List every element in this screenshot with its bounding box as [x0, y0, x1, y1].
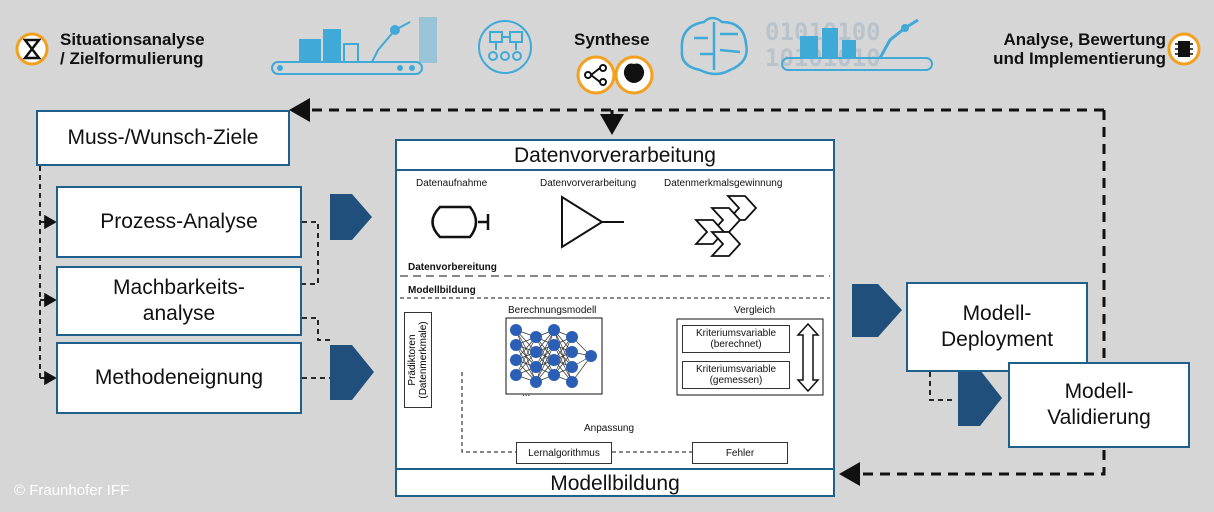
nn-node-2-2	[548, 354, 560, 366]
praediktoren-label: Prädiktoren (Datenmerkmale)	[407, 321, 429, 398]
box-lernalgorithmus: Lernalgorithmus	[516, 442, 612, 464]
krit-gemessen-line2: (gemessen)	[709, 375, 763, 386]
label-anpassung: Anpassung	[584, 423, 635, 434]
header-situation-line1: Situationsanalyse	[60, 30, 205, 49]
praediktoren-box: Prädiktoren (Datenmerkmale)	[404, 312, 432, 408]
binary-factory-icon: 01010100 10101010	[765, 18, 933, 72]
left-connectors	[39, 166, 952, 401]
arrow-prozess	[330, 194, 372, 240]
label-datenvorverarbeitung-step: Datenvorverarbeitung	[540, 178, 637, 189]
box-methodeneignung: Methodeneignung	[56, 342, 302, 414]
sensor-icon	[431, 205, 490, 239]
header-situation-line2: / Zielformulierung	[60, 49, 204, 68]
box-machbarkeitsanalyse: Machbarkeits- analyse	[56, 266, 302, 336]
krit-berechnet-line1: Kriteriumsvariable	[695, 328, 777, 339]
title-modellbildung: Modellbildung	[550, 472, 680, 495]
header-analyse-line1: Analyse, Bewertung	[1003, 30, 1167, 49]
arrow-methode	[330, 345, 374, 400]
box-methodeneignung-label: Methodeneignung	[94, 366, 264, 389]
krit-berechnet-line2: (berechnet)	[710, 339, 762, 350]
box-modell-deployment: Modell- Deployment	[906, 282, 1088, 372]
factory-conveyor-icon	[271, 17, 437, 75]
double-arrow-icon	[796, 322, 820, 393]
nn-node-1-0	[530, 331, 542, 343]
box-kriterium-berechnet: Kriteriumsvariable (berechnet)	[682, 325, 790, 353]
nn-node-2-0	[548, 324, 560, 336]
deploy-line1: Modell-	[962, 302, 1032, 325]
label-berechnungsmodell: Berechnungsmodell	[508, 305, 597, 316]
nn-node-0-1	[510, 339, 522, 351]
arrow-deploy	[852, 284, 902, 337]
label-datenvorbereitung: Datenvorbereitung	[408, 262, 497, 273]
hourglass-icon	[15, 32, 49, 66]
header-synthese: Synthese	[574, 30, 650, 49]
feature-chevrons-icon	[693, 195, 758, 257]
feedback-loop-top	[289, 98, 1106, 486]
nn-node-3-0	[566, 331, 578, 343]
label-modellbildung-section: Modellbildung	[408, 285, 476, 296]
nn-node-3-1	[566, 346, 578, 358]
box-machbarkeitsanalyse-label: Machbarkeits- analyse	[113, 275, 245, 327]
flow-icon	[576, 55, 616, 95]
nn-node-2-3	[548, 369, 560, 381]
machbar-line1: Machbarkeits-	[113, 276, 245, 299]
filter-icon	[561, 195, 624, 249]
brain-icon	[614, 55, 654, 95]
label-datenaufnahme: Datenaufnahme	[416, 178, 488, 189]
learning-loop	[461, 372, 692, 453]
box-prozess-analyse-label: Prozess-Analyse	[100, 210, 258, 233]
nn-node-3-3	[566, 376, 578, 388]
box-muss-wunsch-ziele-label: Muss-/Wunsch-Ziele	[67, 126, 259, 149]
box-modell-deployment-label: Modell- Deployment	[941, 301, 1053, 353]
nn-node-0-3	[510, 369, 522, 381]
header-situation: Situationsanalyse / Zielformulierung	[60, 30, 205, 68]
title-datenvorverarbeitung: Datenvorverarbeitung	[514, 144, 716, 167]
label-ellipsis: ...	[522, 388, 531, 399]
process-gear-icon	[478, 20, 532, 74]
header-analyse: Analyse, Bewertung und Implementierung	[960, 30, 1166, 68]
box-prozess-analyse: Prozess-Analyse	[56, 186, 302, 258]
label-datenmerkmalsgewinnung: Datenmerkmalsgewinnung	[664, 178, 783, 189]
valid-line1: Modell-	[1064, 380, 1134, 403]
brain-circuit-icon	[680, 16, 748, 76]
box-fehler: Fehler	[692, 442, 788, 464]
box-modell-validierung-label: Modell- Validierung	[1047, 379, 1151, 431]
arrow-validierung	[958, 370, 1002, 426]
box-modell-validierung: Modell- Validierung	[1008, 362, 1190, 448]
krit-gemessen-line1: Kriteriumsvariable	[695, 364, 777, 375]
praediktoren-line2: (Datenmerkmale)	[418, 321, 429, 399]
praediktoren-line1: Prädiktoren	[407, 334, 418, 386]
nn-node-2-1	[548, 339, 560, 351]
kriterium-berechnet-label: Kriteriumsvariable (berechnet)	[696, 328, 776, 350]
neural-network-icon	[505, 317, 603, 395]
nn-node-1-2	[530, 361, 542, 373]
box-kriterium-gemessen: Kriteriumsvariable (gemessen)	[682, 361, 790, 389]
header-analyse-line2: und Implementierung	[993, 49, 1166, 68]
box-muss-wunsch-ziele: Muss-/Wunsch-Ziele	[36, 110, 290, 166]
nn-node-3-2	[566, 361, 578, 373]
kriterium-gemessen-label: Kriteriumsvariable (gemessen)	[696, 364, 776, 386]
machbar-line2: analyse	[142, 302, 216, 325]
center-container	[395, 139, 835, 497]
copyright: © Fraunhofer IFF	[14, 482, 130, 499]
chip-icon	[1167, 32, 1201, 66]
valid-line2: Validierung	[1047, 406, 1151, 429]
nn-node-1-1	[530, 346, 542, 358]
nn-node-0-0	[510, 324, 522, 336]
deploy-line2: Deployment	[940, 328, 1054, 351]
label-vergleich: Vergleich	[734, 305, 776, 316]
nn-node-4-0	[585, 350, 597, 362]
nn-node-1-3	[530, 376, 542, 388]
nn-node-0-2	[510, 354, 522, 366]
